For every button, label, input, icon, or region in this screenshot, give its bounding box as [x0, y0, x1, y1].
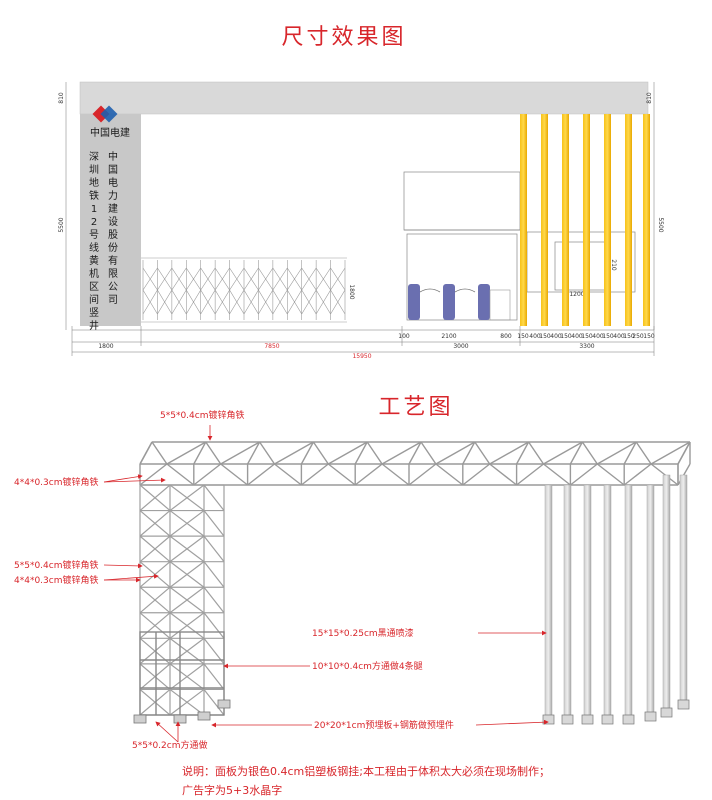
dim-total-1800: 1800	[98, 343, 113, 350]
dim-bottom-label: 800	[500, 333, 512, 340]
top-truss	[139, 441, 691, 486]
pipe-footing	[660, 707, 673, 718]
steel-pipe	[603, 484, 612, 716]
dim-gate-height: 1800	[348, 284, 355, 299]
pipe-footing	[561, 714, 574, 725]
yellow-column	[583, 114, 590, 326]
label-pipe-paint: 15*15*0.25cm黑通喷漆	[312, 627, 414, 639]
dim-height-left: 5500	[58, 217, 65, 232]
left-tower	[133, 484, 231, 724]
pipe-footing	[581, 714, 594, 725]
pillar-panel	[80, 114, 141, 326]
dim-bottom-label: 150	[539, 333, 551, 340]
header-banner	[79, 81, 649, 115]
dim-bottom-label: 100	[398, 333, 410, 340]
label-legs: 10*10*0.4cm方通做4条腿	[312, 660, 423, 672]
note-line-2: 广告字为5+3水晶字	[182, 783, 282, 797]
dim-bottom-label: 150	[623, 333, 635, 340]
yellow-columns	[520, 114, 650, 326]
steel-pipe	[563, 484, 572, 716]
steel-pipe	[583, 484, 592, 716]
dim-bottom-label: 400	[529, 333, 541, 340]
steel-pipe	[646, 484, 655, 713]
label-top-angle: 5*5*0.4cm镀锌角铁	[160, 409, 244, 421]
dim-total-3300: 3300	[579, 343, 594, 350]
label-base-tube: 5*5*0.2cm方通做	[132, 739, 207, 751]
yellow-column	[604, 114, 611, 326]
dim-bottom-label: 150	[643, 333, 655, 340]
label-side-angle-1: 4*4*0.3cm镀锌角铁	[14, 476, 98, 488]
label-base-plate: 20*20*1cm预埋板+钢筋做预埋件	[314, 719, 454, 731]
dim-bottom-label: 400	[592, 333, 604, 340]
dim-bottom-label: 150	[581, 333, 593, 340]
label-side-angle-2: 5*5*0.4cm镀锌角铁	[14, 559, 98, 571]
dim-total-3000: 3000	[453, 343, 468, 350]
guard-booth	[403, 171, 521, 321]
dim-height-right: 5500	[657, 217, 664, 232]
dim-bottom-label: 150	[517, 333, 529, 340]
steel-frame	[133, 441, 691, 725]
steel-pipe	[662, 474, 671, 709]
pillar-text-right: 中国电力建设股份有限公司	[108, 150, 120, 306]
top-title: 尺寸效果图	[281, 25, 406, 50]
dim-bottom-label: 150	[560, 333, 572, 340]
annotations	[103, 425, 549, 743]
dim-total-7850: 7850	[264, 343, 279, 350]
dim-box-small: 210	[610, 259, 617, 271]
dim-top-left: 810	[58, 92, 65, 104]
dim-bottom-label: 400	[550, 333, 562, 340]
pipe-footing	[542, 714, 555, 725]
sliding-gate	[141, 257, 347, 323]
yellow-column	[643, 114, 650, 326]
right-pipes	[542, 474, 690, 725]
yellow-column	[625, 114, 632, 326]
yellow-column	[562, 114, 569, 326]
label-side-angle-3: 4*4*0.3cm镀锌角铁	[14, 574, 98, 586]
dim-bottom-label: 250	[632, 333, 644, 340]
dim-bottom-label: 2100	[441, 333, 456, 340]
pipe-footing	[644, 711, 657, 722]
turnstiles	[408, 284, 511, 321]
steel-pipe	[544, 484, 553, 716]
yellow-column	[541, 114, 548, 326]
yellow-column	[520, 114, 527, 326]
dim-bottom-label: 400	[613, 333, 625, 340]
dim-bottom-label: 400	[571, 333, 583, 340]
dim-grand-total: 15950	[352, 353, 371, 360]
pipe-footing	[622, 714, 635, 725]
note-line-1: 说明：面板为银色0.4cm铝塑板钢挂;本工程由于体积太大必须在现场制作；	[182, 764, 550, 778]
steel-pipe	[624, 484, 633, 716]
logo	[92, 105, 118, 123]
dim-bottom-label: 150	[602, 333, 614, 340]
dim-top-right: 810	[646, 92, 653, 104]
logo-text: 中国电建	[90, 126, 130, 139]
steel-pipe	[679, 474, 688, 701]
pipe-footing	[677, 699, 690, 710]
dim-box-width: 1200	[569, 291, 584, 298]
pipe-footing	[601, 714, 614, 725]
bottom-title: 工艺图	[378, 395, 453, 420]
